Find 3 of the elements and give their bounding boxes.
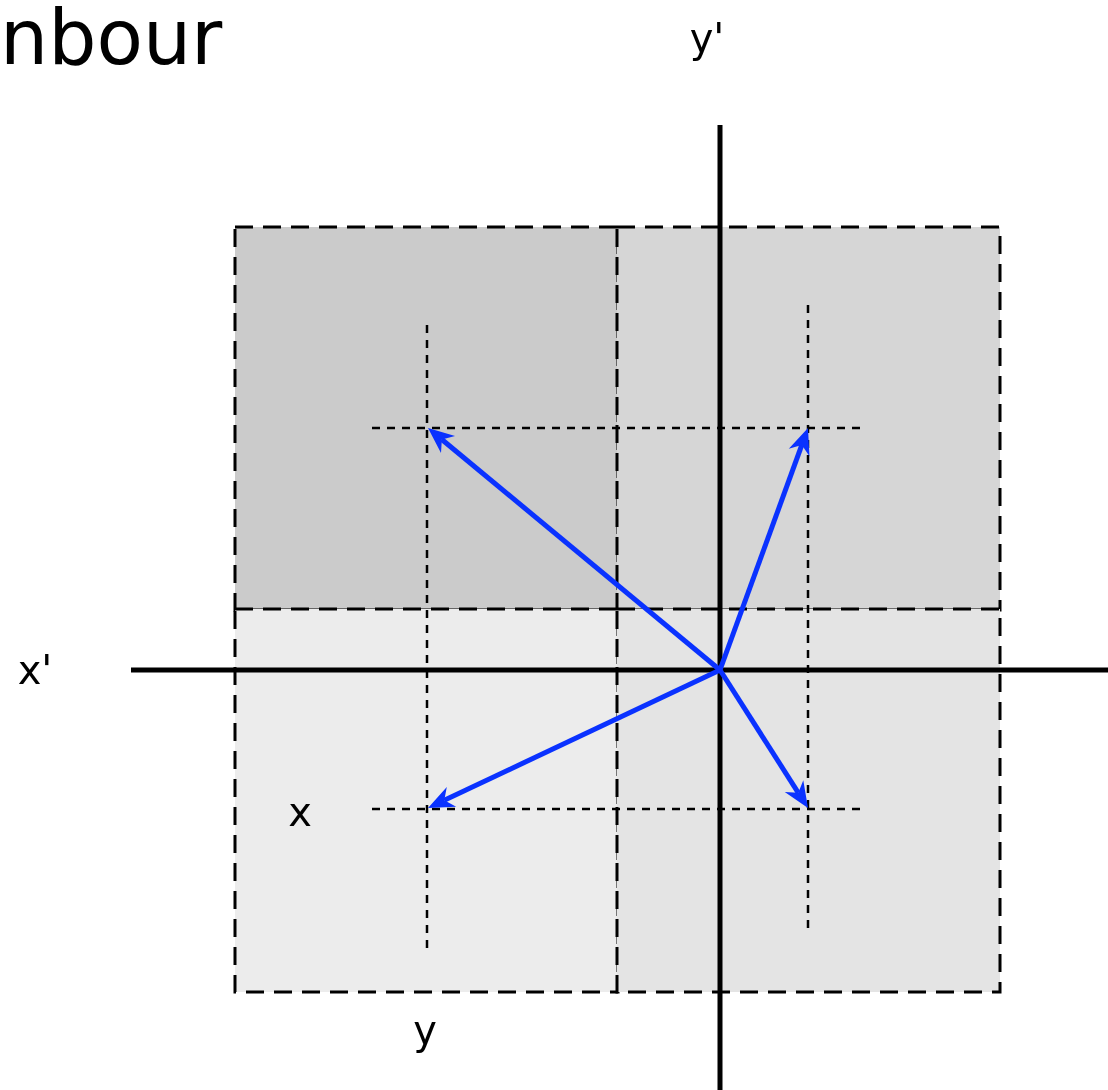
axis-label: x bbox=[288, 792, 312, 832]
axis-label: x' bbox=[17, 650, 53, 690]
title: nbour bbox=[0, 0, 223, 76]
